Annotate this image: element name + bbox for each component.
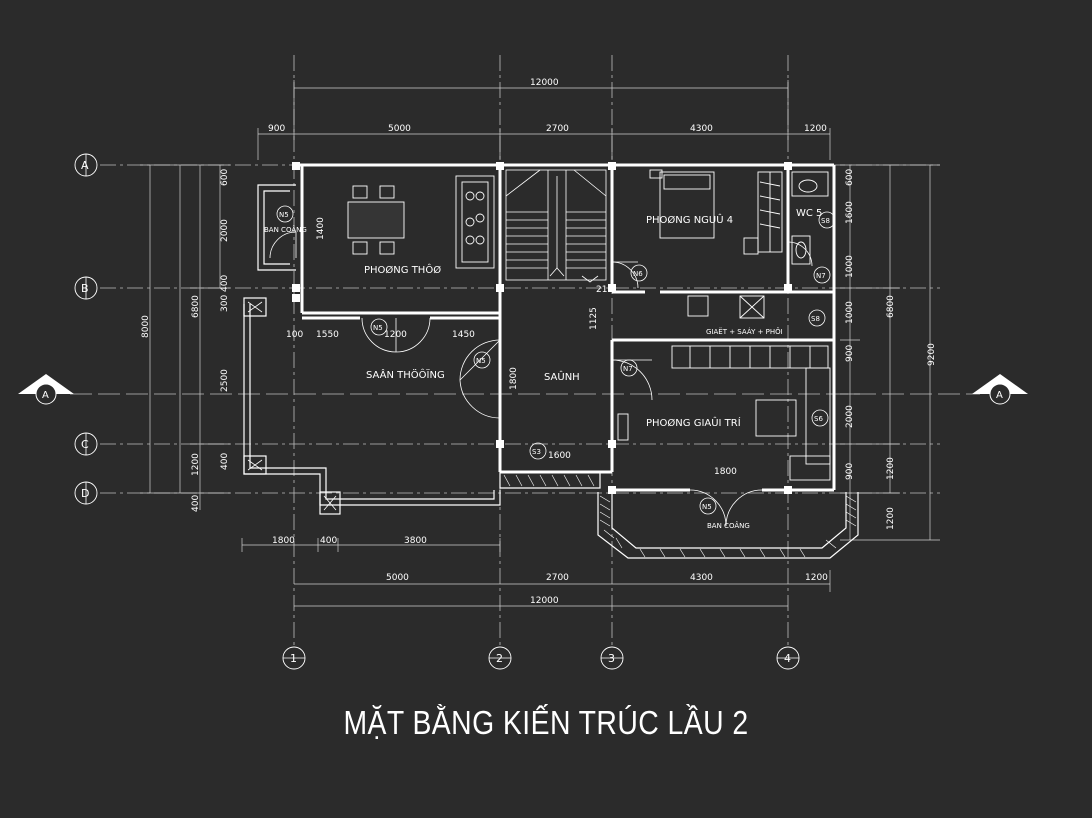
section-label-left: A — [42, 390, 49, 401]
column-label-2: 2 — [496, 652, 503, 665]
dim-in-1400: 1400 — [316, 217, 326, 240]
dim-left-400b: 400 — [220, 453, 230, 470]
dim-top-5000: 5000 — [388, 124, 411, 134]
room-hall: SAÛNH — [544, 370, 580, 383]
dim-bot-400: 400 — [320, 536, 337, 546]
dim-left-2000: 2000 — [220, 219, 230, 242]
column-label-1: 1 — [290, 652, 297, 665]
dim-left-1200: 1200 — [191, 453, 201, 476]
dimension-texts: 12000 900 5000 2700 4300 1200 1800 400 3… — [141, 78, 937, 606]
furniture — [347, 169, 831, 481]
column-label-3: 3 — [608, 652, 615, 665]
tag-n5-left: N5 — [279, 211, 289, 219]
room-balcony-bottom: BAN COÂNG — [707, 521, 750, 530]
tag-n5-balcony: N5 — [702, 503, 712, 511]
dim-bot-5000: 5000 — [386, 573, 409, 583]
tag-s3: S3 — [532, 448, 541, 456]
room-labels: PHOØNG THÔØ PHOØNG NGUÛ 4 WC 5 GIAËT + S… — [264, 208, 822, 530]
room-kitchen: PHOØNG THÔØ — [364, 263, 441, 276]
bottom-balcony — [499, 472, 859, 559]
tag-n5-hall: N5 — [476, 357, 486, 365]
tag-s8-wc: S8 — [821, 217, 830, 225]
grid-bubble-ticks — [85, 154, 799, 659]
dim-in-1450: 1450 — [452, 330, 475, 340]
dim-in-1125: 1125 — [589, 307, 599, 330]
tag-s8-laundry: S8 — [811, 315, 820, 323]
dim-in-1200: 1200 — [384, 330, 407, 340]
room-balcony-left: BAN COÂNG — [264, 225, 307, 234]
dim-left-600: 600 — [220, 169, 230, 186]
dimension-lines — [140, 80, 940, 607]
section-marker-right: A — [972, 374, 1028, 405]
dim-right-900a: 900 — [845, 345, 855, 362]
tag-n7-wc: N7 — [816, 272, 826, 280]
dim-right-1200b: 1200 — [886, 507, 896, 530]
dim-bot-1200: 1200 — [805, 573, 828, 583]
drawing-title: MẶT BẰNG KIẾN TRÚC LẦU 2 — [343, 704, 749, 741]
tag-n6: N6 — [633, 270, 643, 278]
bed — [659, 171, 715, 239]
columns — [292, 162, 792, 494]
dim-in-1800v: 1800 — [509, 367, 519, 390]
dim-bot-1800: 1800 — [272, 536, 295, 546]
dim-in-1600: 1600 — [548, 451, 571, 461]
dim-top-900: 900 — [268, 124, 285, 134]
dim-right-9200: 9200 — [927, 343, 937, 366]
dim-left-2500: 2500 — [220, 369, 230, 392]
tag-labels: N5 N5 N5 N6 N7 N7 N5 S8 S8 S6 S3 — [279, 211, 830, 511]
dim-right-1200a: 1200 — [886, 457, 896, 480]
grid-bubble-labels: 1 2 3 4 A B C D — [81, 159, 791, 665]
row-label-c: C — [81, 438, 89, 451]
room-bedroom: PHOØNG NGUÛ 4 — [646, 213, 733, 226]
walls — [296, 163, 836, 492]
railing-posts — [247, 301, 337, 511]
room-terrace: SAÂN THÖÔÏNG — [366, 368, 445, 381]
doors — [269, 231, 813, 527]
dim-left-8000: 8000 — [141, 315, 151, 338]
dim-right-600: 600 — [845, 169, 855, 186]
dim-bot-total: 12000 — [530, 596, 559, 606]
dining-table — [347, 201, 405, 239]
tag-s6: S6 — [814, 415, 823, 423]
dim-right-1000b: 1000 — [845, 301, 855, 324]
dim-right-1600: 1600 — [845, 201, 855, 224]
dim-left-300: 300 — [220, 295, 230, 312]
dim-top-total: 12000 — [530, 78, 559, 88]
staircase — [505, 169, 607, 283]
section-label-right: A — [996, 390, 1003, 401]
section-marker-left: A — [18, 374, 74, 405]
dim-bot-2700: 2700 — [546, 573, 569, 583]
room-laundry: GIAËT + SAÁY + PHÔI — [706, 327, 783, 336]
column-label-4: 4 — [784, 652, 791, 665]
dim-left-400a: 400 — [220, 275, 230, 292]
balcony-hatch — [503, 474, 857, 558]
dim-in-1550: 1550 — [316, 330, 339, 340]
room-living: PHOØNG GIAÛI TRÍ — [646, 416, 741, 429]
room-wc: WC 5 — [796, 208, 822, 219]
dim-bot-4300: 4300 — [690, 573, 713, 583]
dim-left-6800: 6800 — [191, 295, 201, 318]
row-label-d: D — [81, 487, 89, 500]
tag-n7-living: N7 — [623, 365, 633, 373]
dim-in-21: 21 — [596, 285, 607, 295]
door-window-tags — [276, 205, 836, 515]
row-label-b: B — [81, 282, 89, 295]
dim-right-1000a: 1000 — [845, 255, 855, 278]
dim-top-1200: 1200 — [804, 124, 827, 134]
grid-bubbles — [74, 153, 800, 670]
dim-right-900b: 900 — [845, 463, 855, 480]
dim-in-100: 100 — [286, 330, 303, 340]
terrace-railing — [243, 184, 501, 515]
dim-in-1800: 1800 — [714, 467, 737, 477]
dim-top-2700: 2700 — [546, 124, 569, 134]
dim-top-4300: 4300 — [690, 124, 713, 134]
row-label-a: A — [81, 159, 89, 172]
dim-right-2000: 2000 — [845, 405, 855, 428]
dim-right-6800: 6800 — [886, 295, 896, 318]
dim-left-400c: 400 — [191, 495, 201, 512]
grid-lines — [70, 55, 980, 648]
dim-bot-3800: 3800 — [404, 536, 427, 546]
tag-n5-terrace: N5 — [373, 324, 383, 332]
